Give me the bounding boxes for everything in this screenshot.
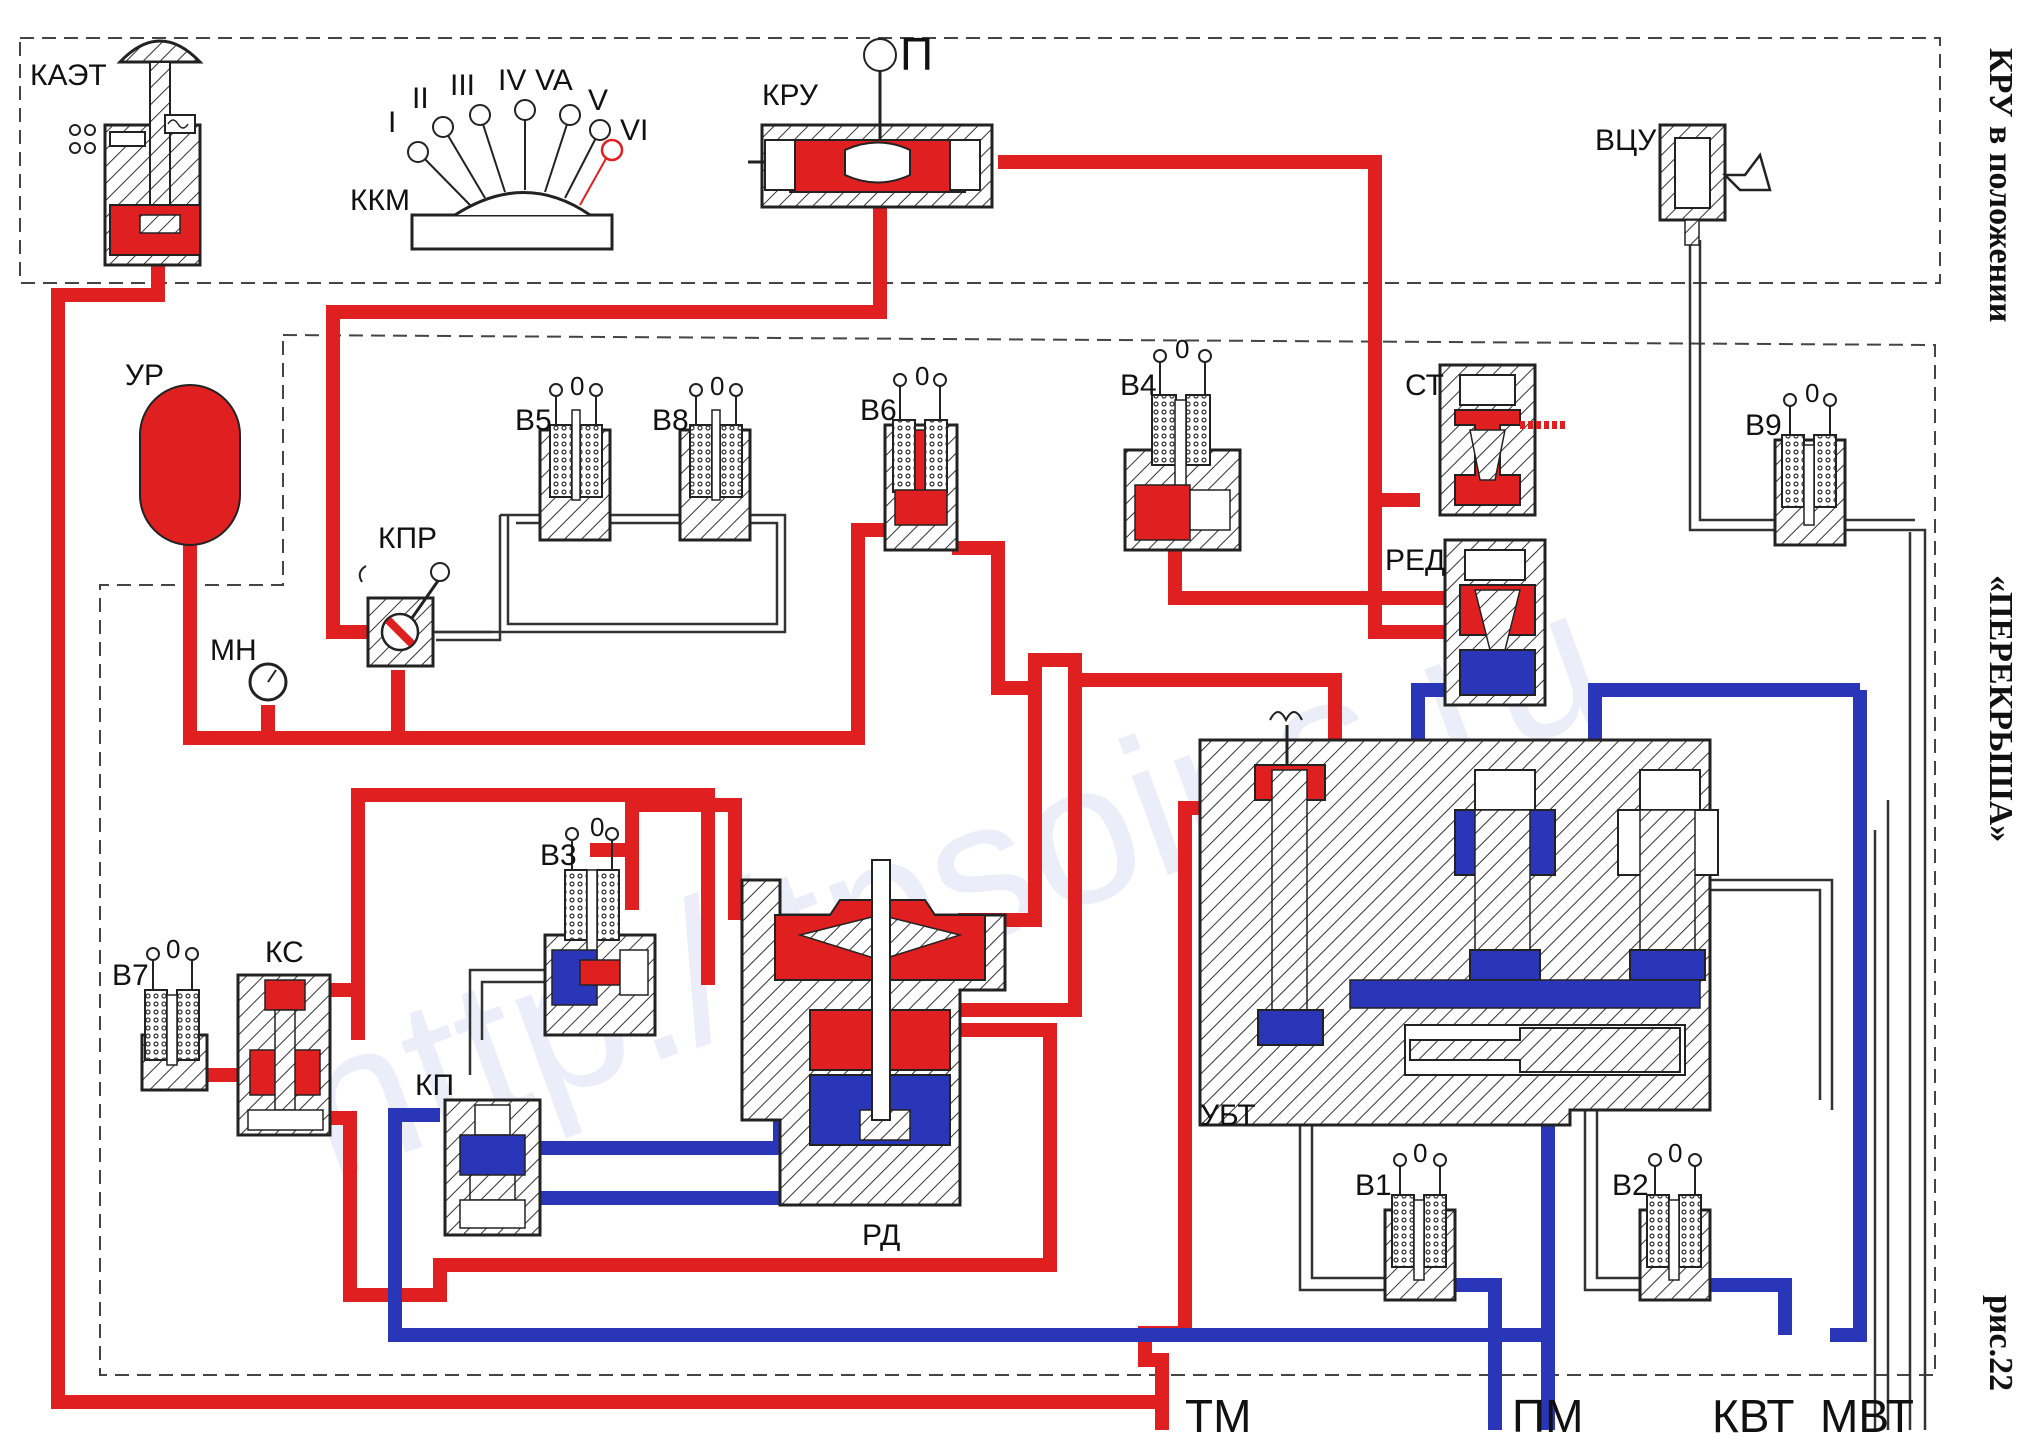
v1-zero: 0 <box>1413 1138 1427 1168</box>
kkm-pos-4: IV <box>498 64 526 97</box>
kru-label: КРУ <box>762 79 819 112</box>
v7-label: В7 <box>112 959 149 992</box>
kaet-label: КАЭТ <box>30 59 107 92</box>
line-tm-label: ТМ <box>1185 1390 1251 1442</box>
valve-v5: 0 В5 <box>515 371 612 542</box>
kru-device: КРУ П <box>748 28 994 209</box>
kp-label: КП <box>415 1069 454 1102</box>
valve-v9: 0 В9 <box>1745 378 1847 547</box>
st-label: СТ <box>1405 369 1444 402</box>
v6-label: В6 <box>860 394 897 427</box>
kkm-device: I II III IV VA V VI ККМ <box>350 64 648 251</box>
valve-v1: 0 В1 <box>1355 1138 1457 1302</box>
ubt-device: УБТ <box>1198 711 1719 1132</box>
rd-label: РД <box>862 1219 900 1252</box>
v3-label: В3 <box>540 839 577 872</box>
ks-label: КС <box>265 936 304 969</box>
v4-label: В4 <box>1120 369 1157 402</box>
valve-v4: 0 В4 <box>1120 334 1242 552</box>
kkm-pos-2: II <box>412 82 429 115</box>
kkm-pos-5: VA <box>535 64 573 97</box>
mn-gauge: МН <box>210 634 288 702</box>
line-pm-label: ПМ <box>1512 1390 1583 1442</box>
st-device: СТ <box>1405 363 1565 517</box>
kru-handle-label: П <box>900 28 933 80</box>
ur-reservoir: УР <box>125 359 241 546</box>
kkm-pos-1: I <box>388 106 396 139</box>
kkm-pos-6: V <box>588 84 608 117</box>
valve-v6: 0 В6 <box>860 361 959 552</box>
valve-v8: 0 В8 <box>652 371 752 542</box>
v8-label: В8 <box>652 404 689 437</box>
v5-label: В5 <box>515 404 552 437</box>
v1-label: В1 <box>1355 1169 1392 1202</box>
v2-zero: 0 <box>1668 1138 1682 1168</box>
red-label: РЕД <box>1385 544 1445 577</box>
valve-v3: 0 В3 <box>540 812 657 1037</box>
white-pipes <box>430 240 1927 1430</box>
v8-zero: 0 <box>710 371 724 401</box>
ks-device: КС <box>236 936 332 1137</box>
kpr-valve: КПР <box>358 522 450 668</box>
v9-label: В9 <box>1745 409 1782 442</box>
line-mvt-label: МВТ <box>1820 1390 1914 1442</box>
kkm-pos-3: III <box>450 69 475 102</box>
v2-label: В2 <box>1612 1169 1649 1202</box>
figure-number: рис.22 <box>1982 1295 2019 1391</box>
vcu-device: ВЦУ <box>1595 123 1772 246</box>
kp-device: КП <box>415 1069 542 1237</box>
v6-zero: 0 <box>915 361 929 391</box>
v9-zero: 0 <box>1805 378 1819 408</box>
v4-zero: 0 <box>1175 334 1189 364</box>
kkm-pos-7: VI <box>620 114 648 147</box>
kaet-device: КАЭТ <box>30 39 204 267</box>
ur-label: УР <box>125 359 164 392</box>
kkm-label: ККМ <box>350 184 410 217</box>
line-kvt-label: КВТ <box>1712 1390 1795 1442</box>
kpr-label: КПР <box>378 522 437 555</box>
caption-line2: «ПЕРЕКРЫША» <box>1982 575 2019 842</box>
valve-v7: 0 В7 <box>112 934 209 1092</box>
v3-zero: 0 <box>590 812 604 842</box>
valve-v2: 0 В2 <box>1612 1138 1712 1302</box>
cab-boundary <box>19 37 1941 284</box>
ubt-label: УБТ <box>1200 1099 1256 1132</box>
main-boundary <box>99 333 1936 1376</box>
mn-label: МН <box>210 634 257 667</box>
vcu-label: ВЦУ <box>1595 124 1657 157</box>
caption-line1: КРУ в положении <box>1982 48 2019 322</box>
red-reducer: РЕД <box>1385 538 1547 707</box>
v5-zero: 0 <box>570 371 584 401</box>
v7-zero: 0 <box>166 934 180 964</box>
rd-device: РД <box>740 859 1007 1252</box>
